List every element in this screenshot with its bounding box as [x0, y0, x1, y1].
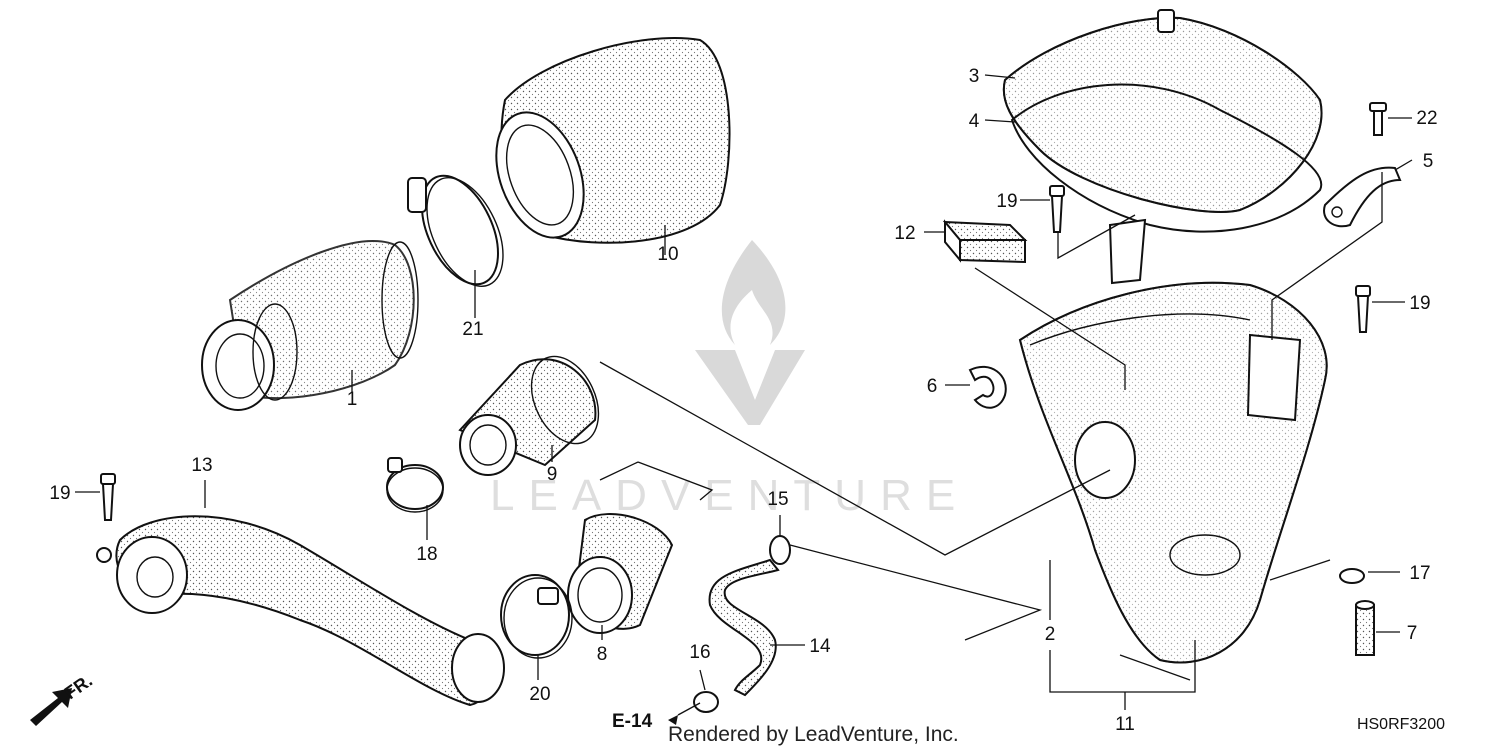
part-7-drain-plug — [1355, 600, 1375, 656]
callout-14: 14 — [809, 636, 831, 657]
footer-credit: Rendered by LeadVenture, Inc. — [668, 723, 959, 746]
part-20-clamp — [500, 574, 573, 659]
callout-22: 22 — [1416, 108, 1437, 129]
part-8-joint — [567, 513, 674, 634]
callout-19-right: 19 — [1409, 293, 1430, 314]
watermark: LEADVENTURE — [490, 240, 969, 520]
part-15-clip — [769, 535, 791, 565]
part-18-clamp — [386, 457, 444, 513]
part-14-drain-tube — [708, 558, 780, 697]
front-arrow-icon — [30, 688, 72, 726]
callout-18: 18 — [416, 544, 437, 565]
callout-17: 17 — [1409, 563, 1430, 584]
callout-1: 1 — [347, 389, 358, 410]
part-17-clip — [1339, 568, 1365, 584]
callout-8: 8 — [597, 644, 608, 665]
callout-6: 6 — [927, 376, 938, 397]
callouts: 1 2 3 4 5 6 7 8 9 10 11 12 13 14 15 16 1… — [49, 66, 1437, 735]
callout-16: 16 — [689, 642, 710, 663]
callout-19-top: 19 — [996, 191, 1017, 212]
callout-3: 3 — [969, 66, 980, 87]
callout-12: 12 — [894, 223, 915, 244]
callout-21: 21 — [462, 319, 483, 340]
callout-19-left: 19 — [49, 483, 70, 504]
flame-logo-icon — [721, 240, 786, 345]
part-5-stay — [1323, 166, 1402, 228]
diagram-code: HS0RF3200 — [1357, 716, 1445, 733]
callout-5: 5 — [1423, 151, 1434, 172]
leader-lines — [75, 74, 1413, 716]
part-13-intake-duct — [96, 515, 505, 707]
callout-11: 11 — [1115, 714, 1135, 735]
part-22-bolt — [1369, 102, 1387, 136]
part-9-connecting-tube — [458, 355, 600, 476]
part-3-case-cover — [1002, 9, 1323, 213]
callout-10: 10 — [657, 244, 678, 265]
v-logo-icon — [695, 350, 805, 425]
part-19-fastener — [100, 185, 1371, 521]
part-4-case-seal — [1010, 83, 1323, 233]
part-6-clamp — [968, 365, 1007, 409]
part-12-sponge — [942, 219, 1028, 264]
front-direction-indicator: FR. — [30, 670, 96, 726]
part-1-filter-cage — [201, 240, 419, 411]
callout-13: 13 — [191, 455, 212, 476]
watermark-text: LEADVENTURE — [490, 471, 969, 520]
reference-arrow-icon — [668, 715, 678, 725]
reference-label: E-14 — [612, 711, 653, 732]
callout-2: 2 — [1045, 624, 1056, 645]
callout-7: 7 — [1407, 623, 1418, 644]
callout-20: 20 — [529, 684, 550, 705]
callout-9: 9 — [547, 464, 558, 485]
part-10-air-filter — [495, 37, 731, 244]
callout-4: 4 — [969, 111, 980, 132]
part-16-clip — [693, 691, 719, 713]
part-21-band — [407, 174, 504, 287]
callout-15: 15 — [767, 489, 788, 510]
part-2-air-cleaner-case — [1018, 218, 1328, 664]
